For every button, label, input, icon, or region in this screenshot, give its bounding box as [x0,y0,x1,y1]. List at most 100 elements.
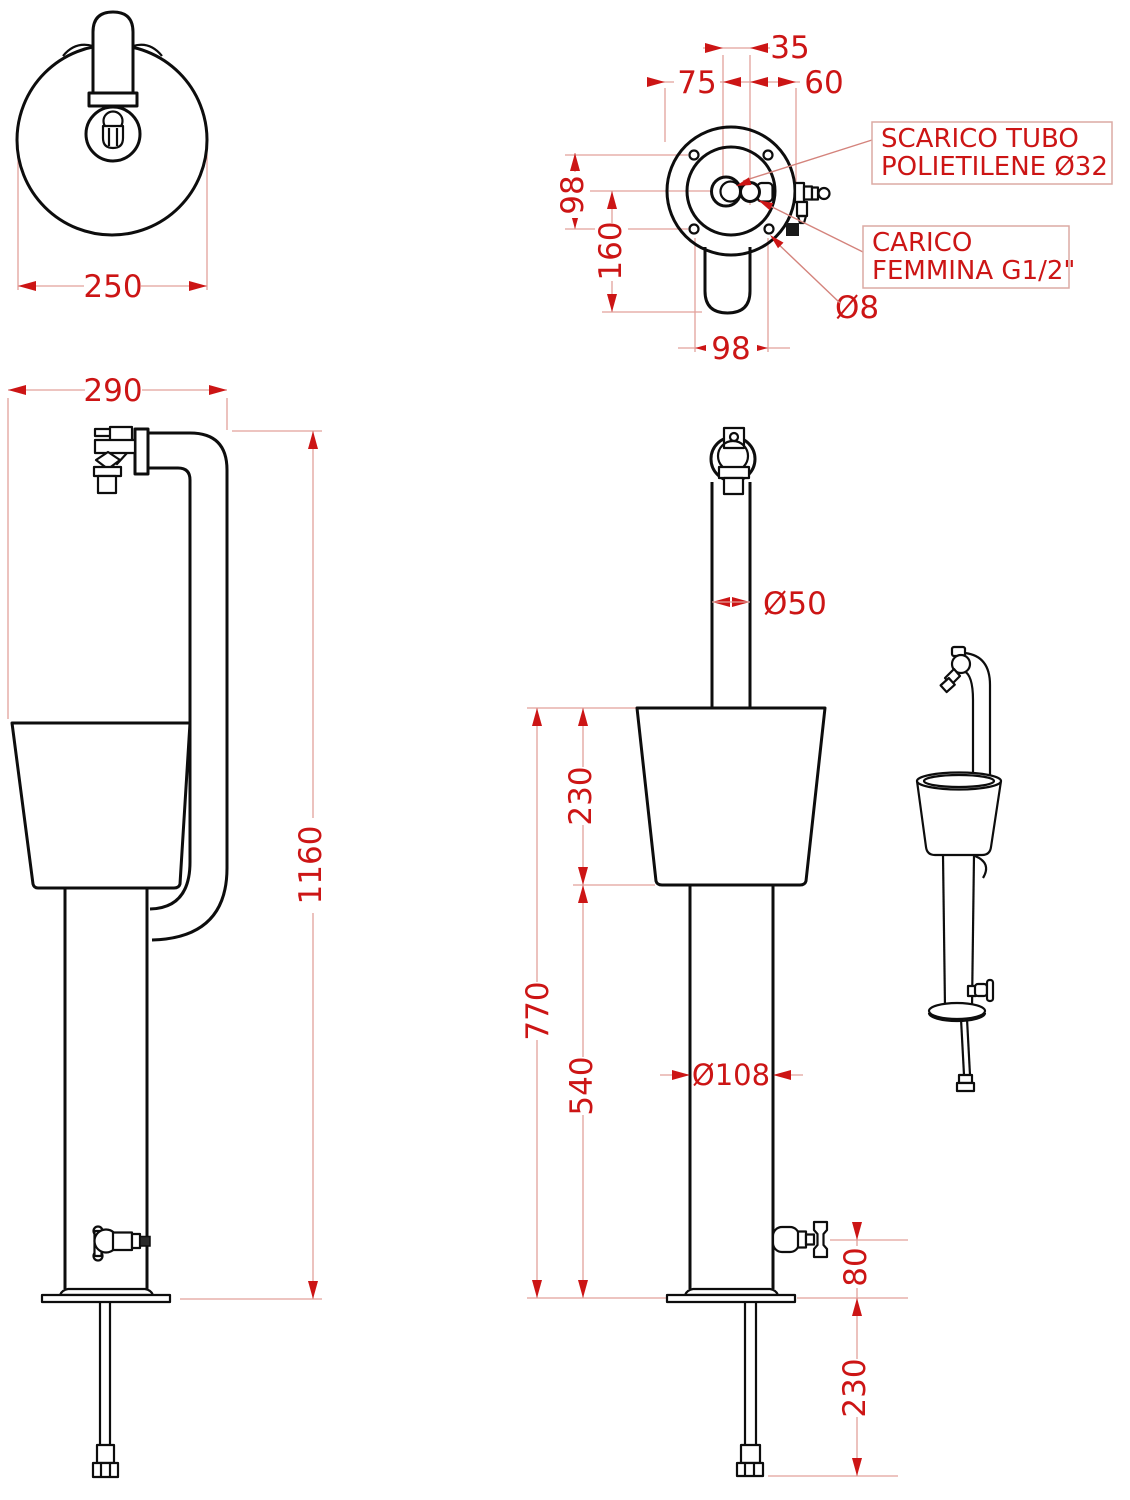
arrowhead [607,191,617,209]
dim-valve-height: 80 [838,1247,874,1286]
valve-handle [985,978,995,1003]
bolt-hole [763,223,775,235]
dim-front-height: 1160 [293,826,329,905]
arrowhead [750,43,768,53]
valve-ring [130,1232,142,1250]
valve-body [973,982,989,998]
supply-pipe [965,1018,972,1076]
callout-box-drain [871,121,1113,185]
arrowhead [852,1458,862,1476]
dim-pipe-diameter: Ø50 [763,586,827,622]
arrowhead [8,385,26,395]
riser-pipe-outer [964,651,992,776]
valve-body [111,1231,134,1252]
dim-body-height: 770 [520,981,556,1040]
dim-offset-left: 75 [677,65,716,101]
leader-arrowhead [758,200,774,211]
bolt-hole [688,223,700,235]
valve-body [771,1225,801,1254]
pipe-nut [955,1081,976,1093]
arrowhead [189,281,207,291]
callout-inlet-line1: CARICO [872,228,972,258]
arrowhead [18,281,36,291]
arrowhead [308,431,318,449]
callout-inlet-line2: FEMMINA G1/2" [872,256,1075,286]
leader-arrowhead [736,177,752,186]
tap-handle-bar [93,427,113,438]
bolt-hole [762,149,774,161]
valve-drop [795,200,809,218]
dim-underground-depth: 230 [837,1358,873,1417]
leader-line [763,202,864,253]
tap-body [950,653,972,675]
pipe-hook [974,854,988,879]
tap-spout [96,474,118,495]
supply-pipe [959,1018,966,1076]
dim-bolt-spacing-h: 98 [711,331,750,367]
leader-line [773,239,841,304]
dim-bolt-hole: Ø8 [835,290,879,326]
arrowhead [578,708,588,726]
perspective-view [915,645,1003,1093]
base-plate [665,1293,797,1304]
arrowhead [705,43,723,53]
base-skirt [58,1287,155,1297]
drain-hole [710,175,742,208]
arrowhead [723,77,741,87]
top-view-flange: 35 75 60 98 160 98 Ø8 SCARICO TUBO POLIE… [555,30,1113,367]
riser-pipe-inner [148,466,192,723]
basin [635,706,827,887]
valve-stem [804,1233,816,1246]
dim-basin-height: 230 [563,766,599,825]
base-flange [927,1001,987,1021]
dim-offset-right: 60 [804,65,843,101]
column-left-edge [941,854,947,1009]
base-plate [40,1293,172,1304]
valve-ring [796,1230,808,1249]
arrowhead [308,1281,318,1299]
dim-drain-extent: 160 [593,221,629,280]
base-skirt [683,1287,780,1297]
leader-arrowhead [770,235,784,249]
callout-drain-line1: SCARICO TUBO [881,124,1079,154]
drain-tube [703,247,752,315]
pipe-fitting [95,1443,116,1465]
arrowhead [773,1070,791,1080]
side-view: Ø50 230 770 540 Ø108 80 230 [520,426,908,1478]
dim-basin-diameter: 250 [83,269,142,305]
top-view-basin: 250 [15,10,209,305]
riser-pipe-outer-curve [151,723,229,942]
arrowhead [209,385,227,395]
pipe-nut [91,1461,120,1479]
basin-rim-ring [685,145,777,237]
arrowhead [852,1298,862,1316]
dim-front-width: 290 [83,373,142,409]
tap-collar [87,91,139,108]
column-right-edge [970,854,976,1009]
pipe-nut [735,1461,765,1478]
arrowhead [532,708,542,726]
tap-spout [939,676,956,694]
pipe-fitting [957,1073,974,1085]
basin [10,721,192,890]
arrowhead [672,1070,690,1080]
valve-outlet [139,1235,151,1247]
riser-pipe-outer [148,431,229,723]
tap-spout-top [101,124,125,150]
callout-drain-line2: POLIETILENE Ø32 [881,152,1108,182]
valve-cross-handle [812,1220,829,1259]
tap-pipe-top [91,10,135,95]
basin-rim-inner [922,773,996,789]
arrowhead [532,1280,542,1298]
tap-spout-collar [92,465,123,478]
valve-outlet [786,223,799,236]
dim-column-diameter: Ø108 [692,1058,770,1092]
arrowhead [570,153,580,171]
arrowhead [750,77,768,87]
tap-collar [133,427,150,476]
tap-spout-front [722,476,745,496]
arrowhead [647,77,665,87]
valve-flange [793,181,806,204]
tap-collar [717,465,751,480]
